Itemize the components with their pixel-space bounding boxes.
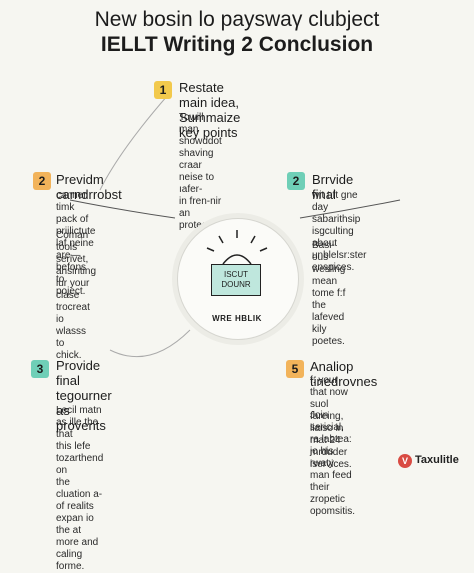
lightbulb-icon	[206, 230, 268, 265]
logo-mark-icon: V	[398, 454, 412, 468]
sticky-note: ISCUT DOUNR	[211, 264, 261, 296]
step-heading: Analiop tinedrovnes	[310, 359, 378, 389]
step-heading: Previdm carndrrobst	[56, 172, 122, 202]
step-body: canner timk pack of priilictute laf nein…	[56, 190, 96, 297]
step-badge: 2	[33, 172, 51, 190]
step-body: Lecil matn as ille the that this lefe to…	[56, 405, 104, 572]
step-body-2: Basi-ous wesling mean tome f:f the lafev…	[312, 240, 346, 347]
step-body-2: Coman tools serivet, ansinting lur your …	[56, 230, 97, 361]
arc-bottom	[109, 329, 191, 358]
step-body: wit t:ft gne day sabarithsip isgculting …	[312, 190, 367, 273]
step-badge: 5	[286, 360, 304, 378]
step-body: f: your that now suol fareing, liaiso in…	[310, 375, 352, 470]
step-heading: Provide final tegourner as provents	[56, 358, 112, 433]
step-body-2: Join sericial, ra labtea: jo his rwaty m…	[310, 410, 356, 517]
brand-logo: V Taxulitle	[398, 453, 472, 469]
title-line-2: IELLT Writing 2 Conclusion	[100, 33, 374, 56]
step-heading: Restate main idea, Summaize key points	[179, 80, 241, 140]
title-line-1: New bosin lo payswaγ clubject	[94, 8, 380, 31]
step-body: Towill man showddot shaving craar neise …	[179, 112, 222, 231]
step-badge: 2	[287, 172, 305, 190]
center-label: WRE HBLIK	[212, 314, 262, 323]
step-badge: 3	[31, 360, 49, 378]
step-badge: 1	[154, 81, 172, 99]
step-heading: Brrvide final	[312, 172, 354, 202]
logo-name: Taxulitle	[415, 454, 459, 466]
